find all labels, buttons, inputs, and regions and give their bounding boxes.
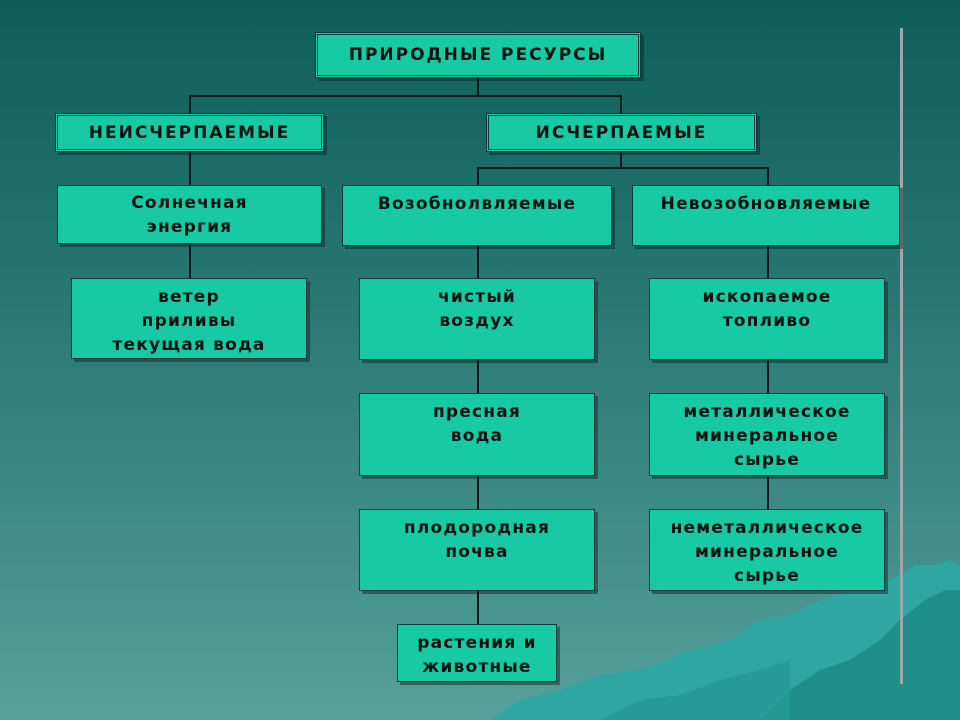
connector-root-down — [477, 78, 479, 96]
node-fertile-soil: плодородная почва — [359, 509, 595, 591]
category-inexhaustible: НЕИСЧЕРПАЕМЫЕ — [55, 113, 324, 152]
connector-inexhaustible-down — [189, 152, 191, 186]
connector-level2-horizontal — [477, 167, 768, 169]
connector-solar-down — [189, 244, 191, 278]
node-solar-energy: Солнечная энергия — [57, 185, 322, 244]
subcategory-nonrenewable: Невозобновляемые — [632, 185, 900, 246]
node-nonmetallic-raw: неметаллическое минеральное сырье — [649, 509, 885, 591]
node-metallic-raw: металлическое минеральное сырье — [649, 393, 885, 476]
connector-to-exhaustible — [620, 95, 622, 113]
connector-to-inexhaustible — [189, 95, 191, 113]
root-natural-resources: ПРИРОДНЫЕ РЕСУРСЫ — [315, 32, 641, 78]
category-exhaustible: ИСЧЕРПАЕМЫЕ — [486, 113, 757, 152]
node-plants-animals: растения и животные — [397, 624, 557, 682]
node-fossil-fuel: ископаемое топливо — [649, 278, 885, 360]
right-divider-line — [900, 28, 903, 684]
node-clean-air: чистый воздух — [359, 278, 595, 360]
connector-to-nonrenewable — [767, 167, 769, 185]
node-fresh-water: пресная вода — [359, 393, 595, 476]
connector-level1-horizontal — [189, 95, 621, 97]
connector-exhaustible-down — [620, 152, 622, 168]
node-wind-tides-water: ветер приливы текущая вода — [71, 278, 307, 359]
connector-to-renewable — [477, 167, 479, 185]
subcategory-renewable: Возобнолвляемые — [342, 185, 612, 246]
